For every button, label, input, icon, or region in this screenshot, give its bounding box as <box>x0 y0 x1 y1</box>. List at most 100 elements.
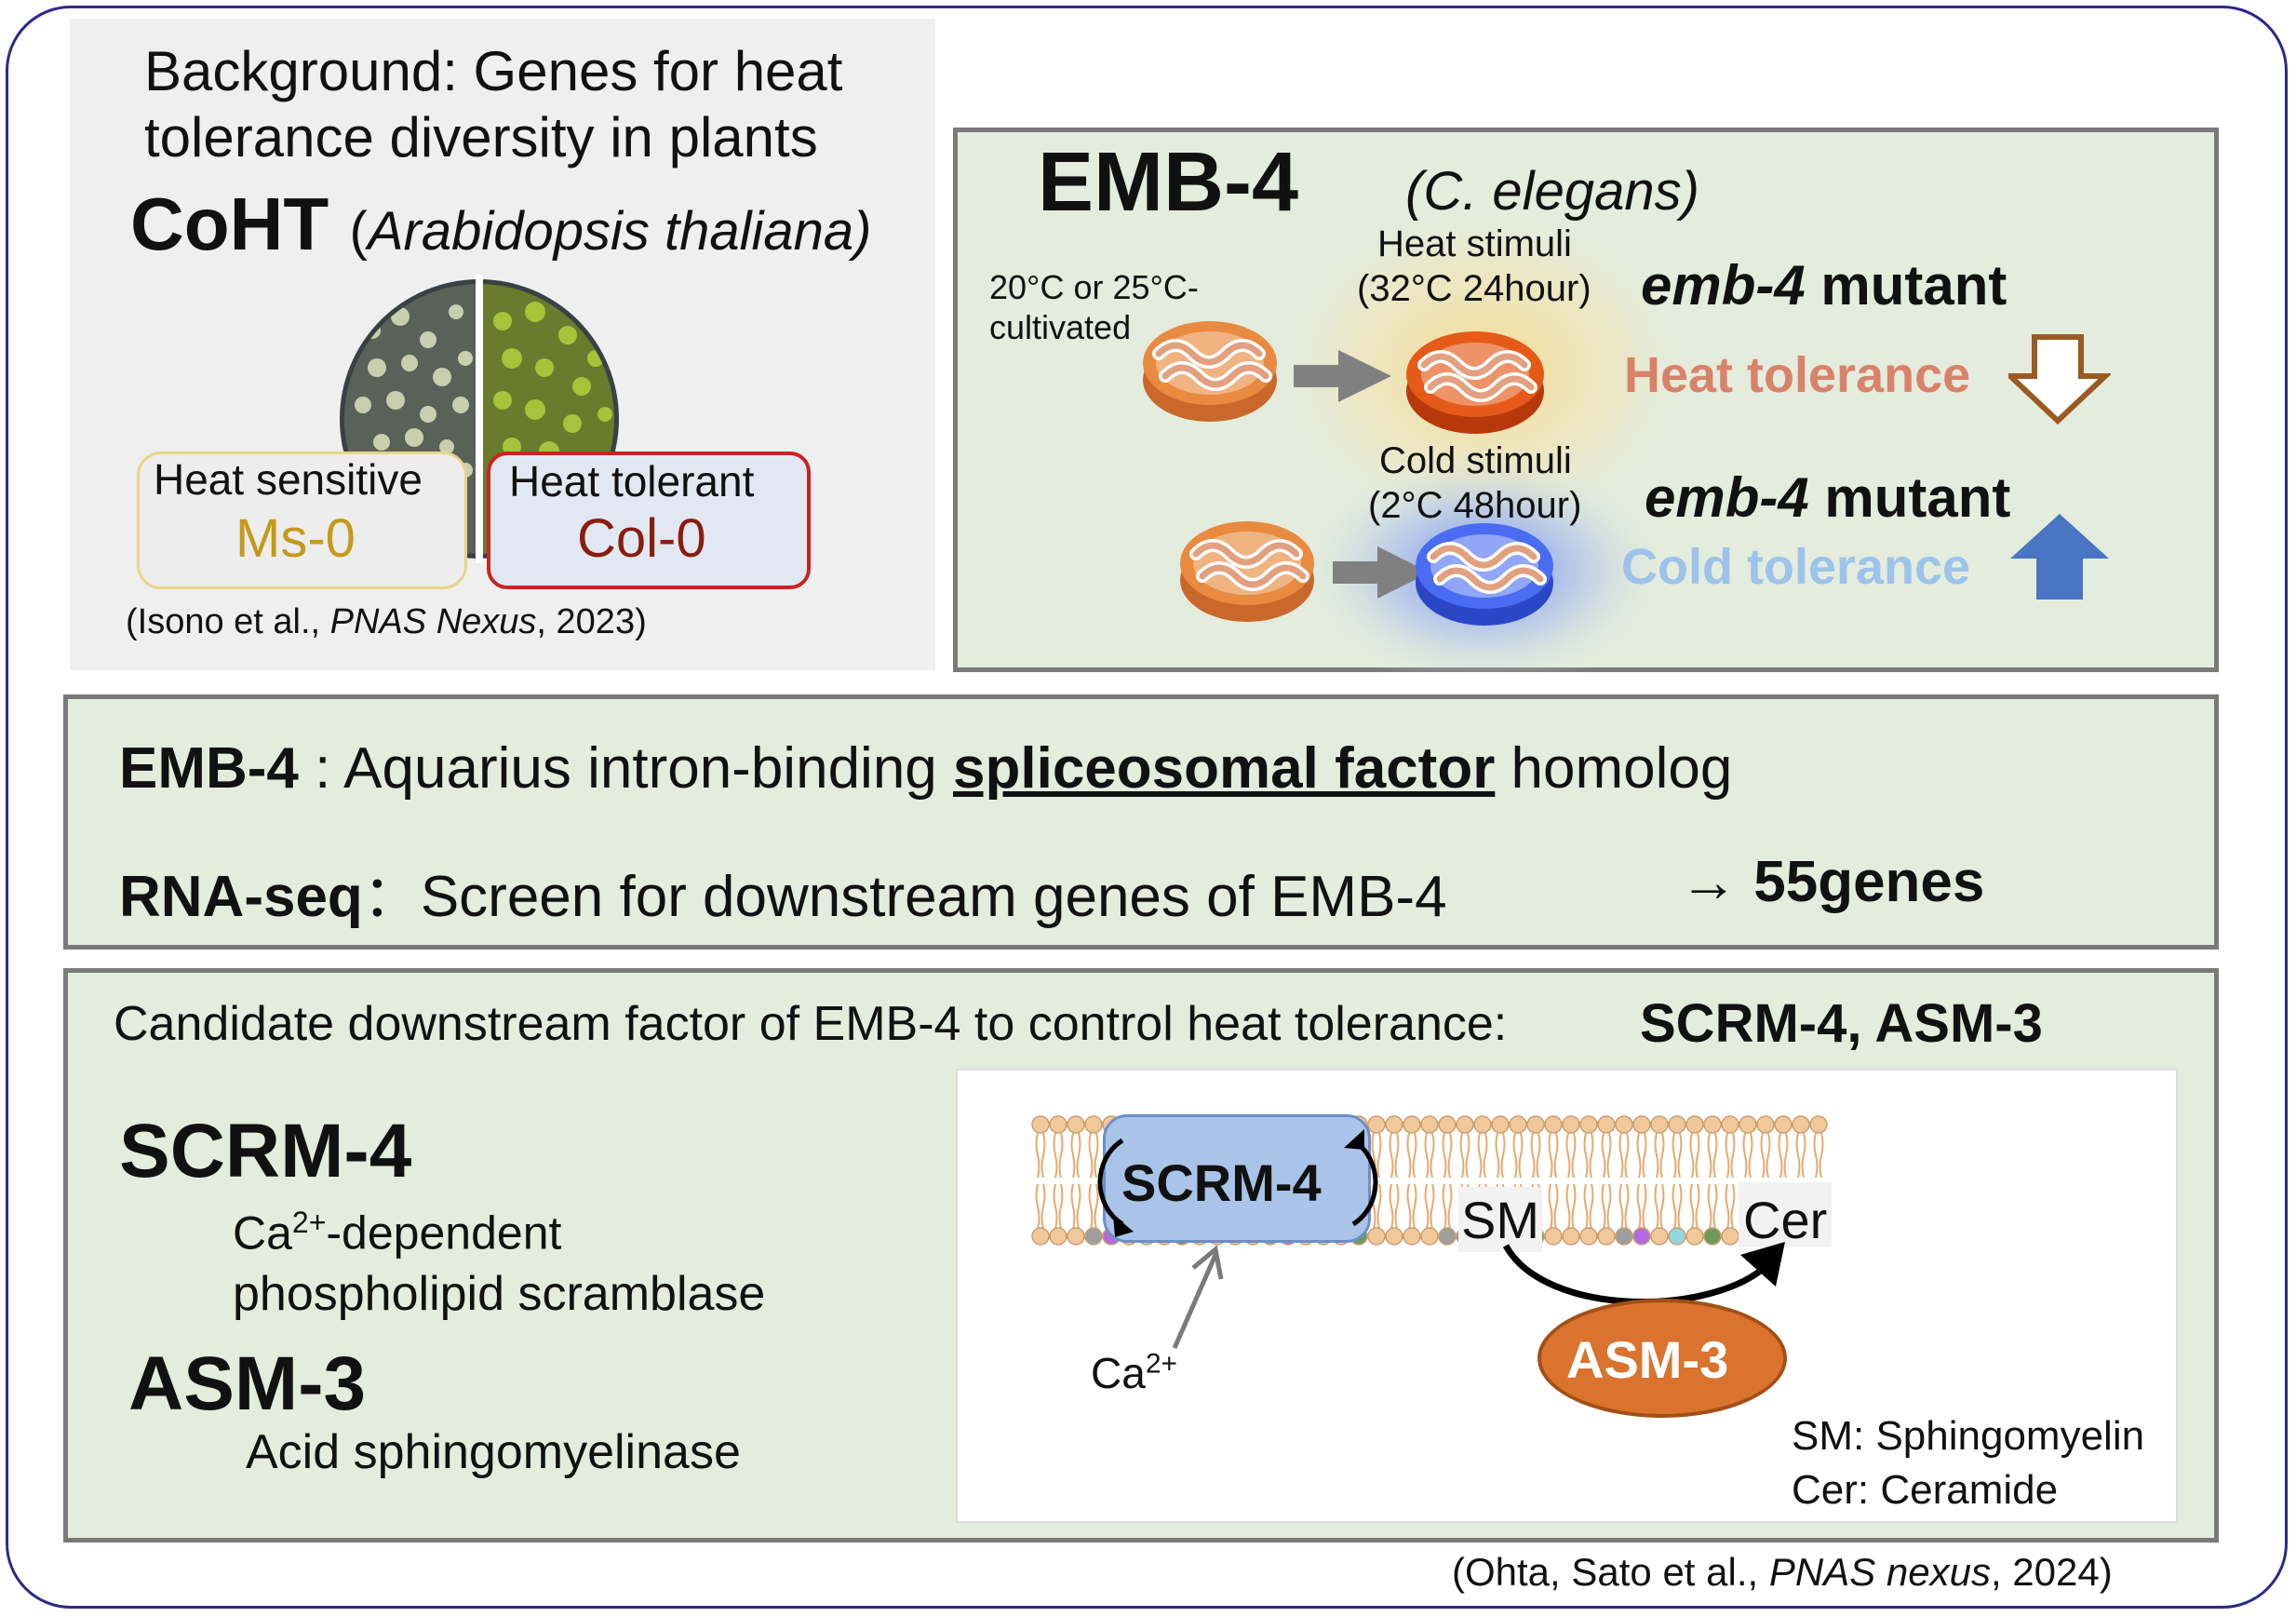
coht-gene: CoHT <box>130 182 329 265</box>
asm3-title: ASM-3 <box>128 1341 367 1426</box>
lipid-head <box>1367 1227 1386 1246</box>
coht-species-open: ( <box>349 201 368 262</box>
background-citation-pre: (Isono et al., <box>126 602 330 641</box>
rnaseq-result-count: 55genes <box>1753 850 1985 914</box>
cultivated-line1: 20°C or 25°C- <box>989 268 1199 306</box>
heat-sensitive-label: Heat sensitive <box>154 455 423 504</box>
emb4-description: EMB-4 : Aquarius intron-binding spliceos… <box>119 735 1732 802</box>
emb4-description-end: homolog <box>1495 736 1733 801</box>
lipid-head <box>1438 1115 1457 1134</box>
lipid-tail <box>1672 1183 1683 1230</box>
lipid-tail <box>1795 1132 1806 1179</box>
lipid-tail <box>1601 1183 1612 1230</box>
mutant-cold-word: mutant <box>1808 466 2011 529</box>
lipid-head <box>1739 1115 1757 1134</box>
cold-stimuli-line2: (2°C 48hour) <box>1368 485 1582 526</box>
lipid-tail <box>1742 1132 1753 1179</box>
rnaseq-text: ：Screen for downstream genes of EMB-4 <box>362 865 1447 929</box>
lipid-tail <box>1672 1132 1683 1179</box>
coht-species: Arabidopsis thaliana) <box>367 201 872 262</box>
lipid-head <box>1031 1227 1050 1246</box>
scrm4-desc-line1: Ca2+-dependent <box>233 1206 561 1260</box>
lipid-head <box>1756 1115 1775 1134</box>
lipid-tail <box>1389 1183 1400 1230</box>
lipid-tail <box>1424 1132 1435 1179</box>
sm-label-box <box>1458 1187 1542 1252</box>
lipid-tail <box>1707 1132 1718 1179</box>
scrm4-title: SCRM-4 <box>119 1109 412 1193</box>
lipid-tail <box>1088 1183 1099 1230</box>
lipid-head <box>1031 1115 1050 1134</box>
lipid-tail <box>1442 1183 1453 1230</box>
lipid-head <box>1456 1115 1474 1134</box>
cold-tolerance-label: Cold tolerance <box>1621 539 1971 595</box>
lipid-head <box>1385 1115 1403 1134</box>
lipid-tail <box>1548 1132 1559 1179</box>
legend-cer: Cer: Ceramide <box>1792 1467 2059 1513</box>
scrm4-desc-sup: 2+ <box>291 1206 327 1239</box>
lipid-head <box>1562 1227 1580 1246</box>
lipid-head <box>1703 1115 1722 1134</box>
control-dish-bottom <box>1180 521 1314 622</box>
heat-tolerant-box <box>487 451 811 589</box>
lipid-head <box>1721 1115 1739 1134</box>
legend-sm: SM: Sphingomyelin <box>1792 1413 2145 1459</box>
lipid-tail <box>1053 1132 1064 1179</box>
lipid-head <box>1084 1115 1103 1134</box>
lipid-head <box>1597 1227 1616 1246</box>
lipid-head <box>1544 1115 1563 1134</box>
rnaseq-arrow: → <box>1680 850 1754 914</box>
background-heading-line2: tolerance diversity in plants <box>144 106 818 168</box>
heat-dish <box>1406 331 1544 434</box>
lipid-tail <box>1477 1132 1488 1179</box>
lipid-tail <box>1636 1132 1647 1179</box>
lipid-tail <box>1424 1183 1435 1230</box>
lipid-head <box>1809 1115 1828 1134</box>
footer-citation-post: , 2024) <box>1990 1550 2113 1594</box>
lipid-tail <box>1548 1183 1559 1230</box>
lipid-head <box>1403 1115 1421 1134</box>
lipid-tail <box>1070 1183 1081 1230</box>
footer-citation-journal: PNAS nexus <box>1768 1550 1991 1594</box>
footer-citation-pre: (Ohta, Sato et al., <box>1452 1550 1769 1594</box>
middle-panel <box>63 694 2219 950</box>
lipid-tail <box>1813 1132 1824 1179</box>
lipid-head <box>1526 1115 1545 1134</box>
arrow-heat <box>1294 350 1391 402</box>
lipid-head <box>1579 1115 1598 1134</box>
candidate-line: Candidate downstream factor of EMB-4 to … <box>114 996 1507 1052</box>
cultivated-line2: cultivated <box>989 308 1132 346</box>
outer-frame <box>6 6 2288 1609</box>
lipid-head <box>1668 1227 1686 1246</box>
lipid-tail <box>1689 1183 1700 1230</box>
lipid-head <box>1049 1227 1067 1246</box>
cer-label-box <box>1739 1182 1832 1247</box>
asm3-enzyme-oval <box>1537 1299 1787 1418</box>
arrow-down-icon <box>2008 334 2111 425</box>
lipid-head <box>1067 1115 1085 1134</box>
asm3-enzyme-label: ASM-3 <box>1566 1330 1729 1389</box>
lipid-head <box>1562 1115 1580 1134</box>
scrm4-desc-line2: phospholipid scramblase <box>233 1267 766 1321</box>
heat-tolerant-strain: Col-0 <box>577 508 706 569</box>
lipid-head <box>1650 1115 1669 1134</box>
lipid-head <box>1615 1115 1633 1134</box>
lipid-tail <box>1070 1132 1081 1179</box>
worm-dish-diagram <box>1143 321 1553 626</box>
rnaseq-description: RNA-seq：Screen for downstream genes of E… <box>119 849 1447 933</box>
candidate-genes: SCRM-4, ASM-3 <box>1640 993 2043 1054</box>
lipid-head <box>1084 1227 1103 1246</box>
mutant-heat: emb-4 mutant <box>1641 253 2007 317</box>
lipid-tail <box>1654 1183 1665 1230</box>
asm3-desc: Acid sphingomyelinase <box>246 1425 741 1479</box>
lipid-tail <box>1442 1132 1453 1179</box>
sm-label: SM <box>1461 1191 1539 1249</box>
lipid-tail <box>1530 1132 1541 1179</box>
lipid-tail <box>1495 1132 1506 1179</box>
heat-stimuli-line2: (32°C 24hour) <box>1357 268 1591 309</box>
lipid-tail <box>1618 1183 1630 1230</box>
coht-title: CoHT (Arabidopsis thaliana) <box>130 182 872 267</box>
lipid-tail <box>1760 1132 1771 1179</box>
lipid-tail <box>1707 1183 1718 1230</box>
calcium-arrow <box>1172 1245 1224 1350</box>
